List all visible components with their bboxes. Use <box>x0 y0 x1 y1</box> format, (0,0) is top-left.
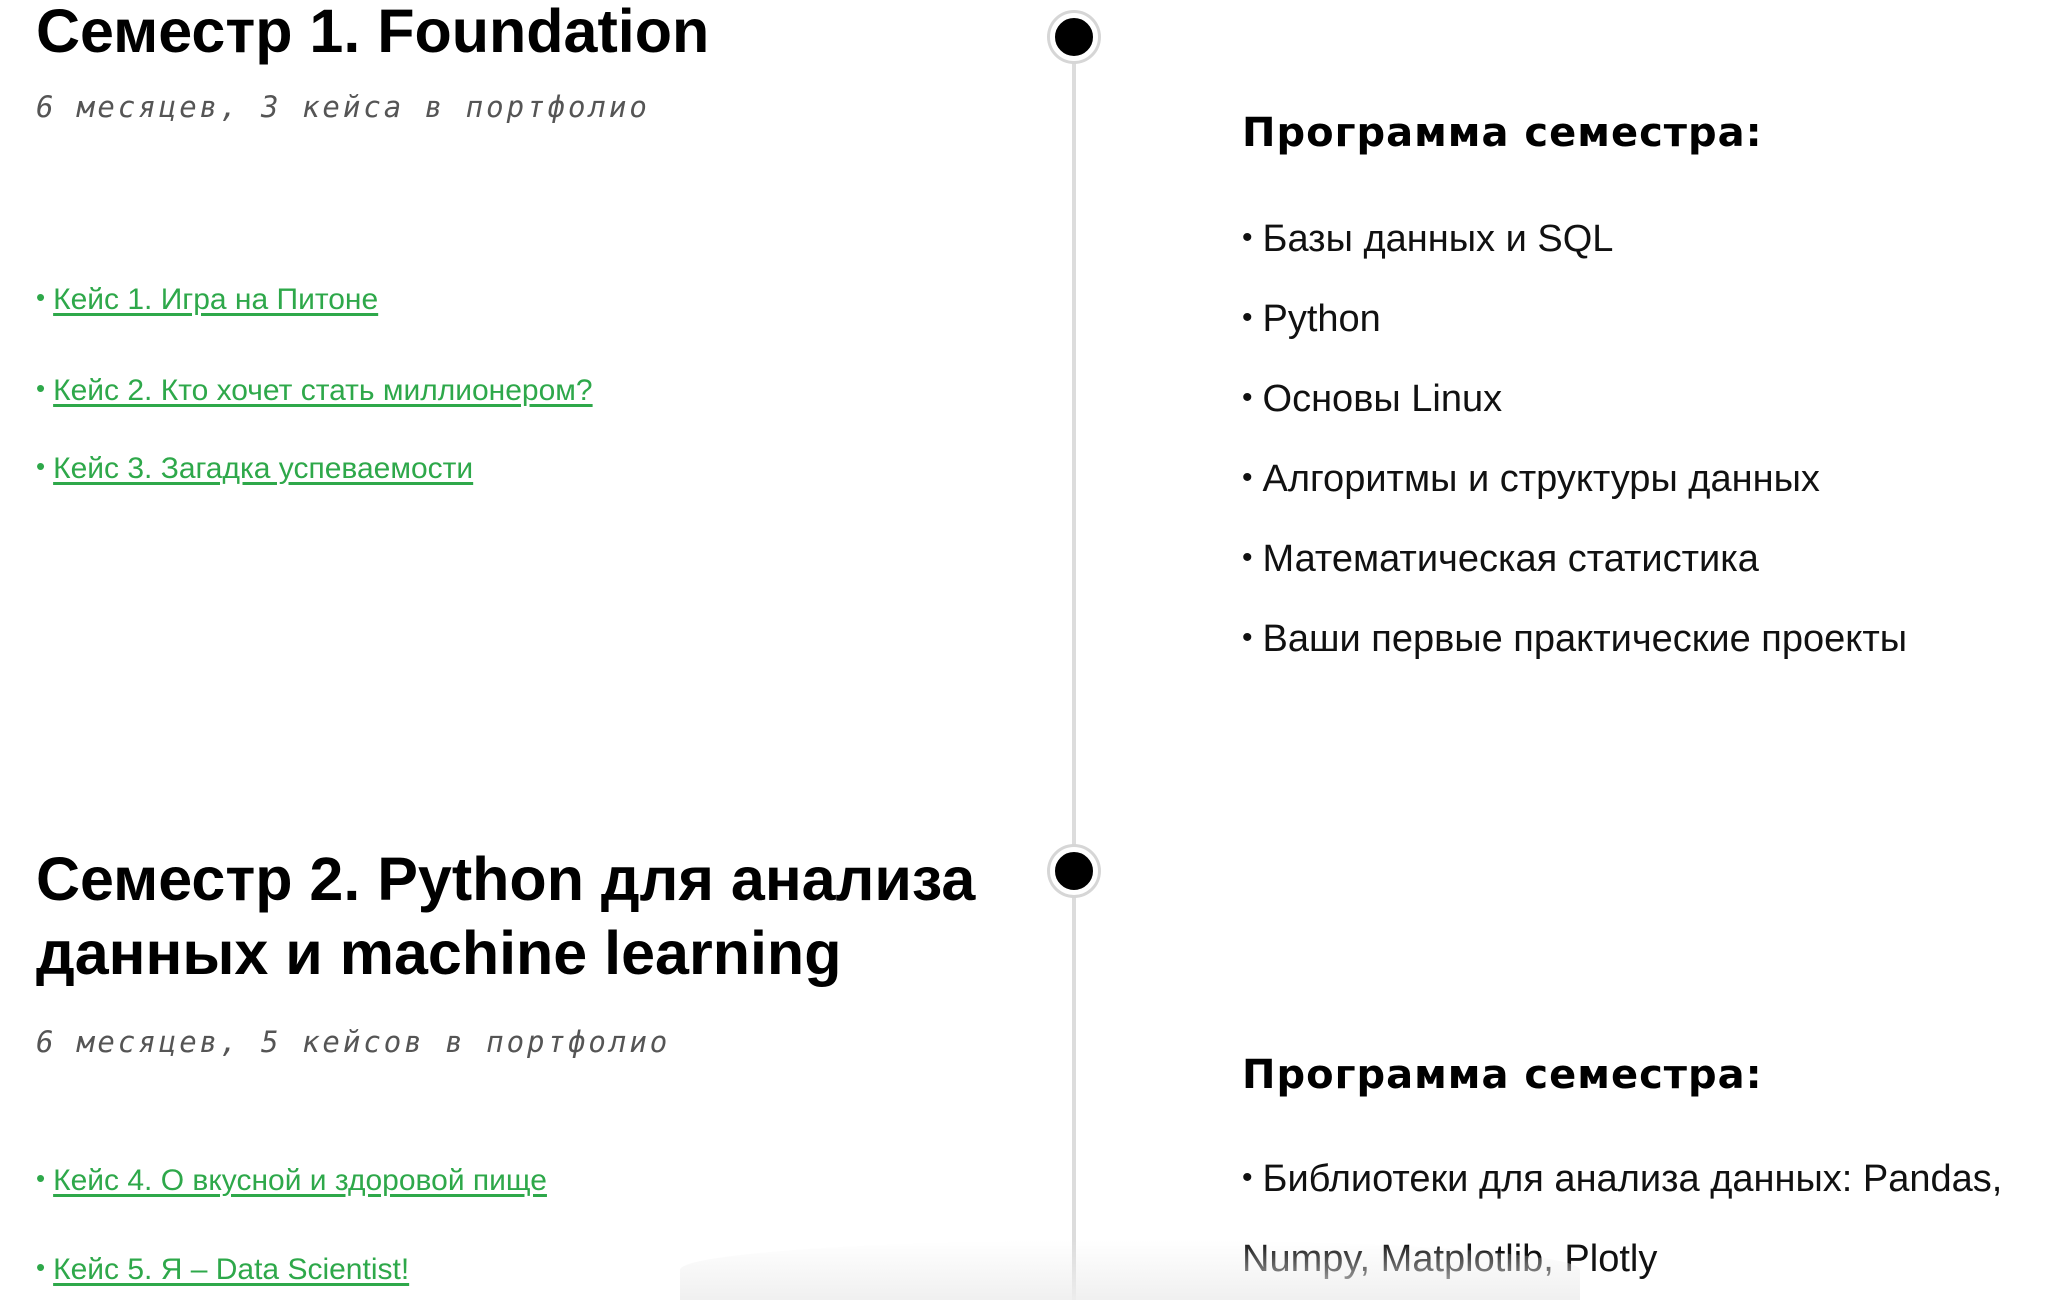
case-list-item: •Кейс 3. Загадка успеваемости <box>36 451 473 486</box>
bullet-icon: • <box>1242 1161 1253 1194</box>
case-5-link[interactable]: Кейс 5. Я – Data Scientist! <box>53 1253 410 1286</box>
program-item: • Ваши первые практические проекты <box>1242 618 1907 661</box>
bullet-icon: • <box>36 282 46 312</box>
case-list-item: •Кейс 1. Игра на Питоне <box>36 282 378 317</box>
timeline-dot-semester-1 <box>1050 13 1098 61</box>
case-1-link[interactable]: Кейс 1. Игра на Питоне <box>53 283 379 316</box>
bullet-icon: • <box>1242 221 1253 254</box>
program-item-label: Python <box>1262 298 1381 340</box>
bullet-icon: • <box>1242 301 1253 334</box>
bullet-icon: • <box>1242 461 1253 494</box>
semester-2-title: Семестр 2. Python для анализа данных и m… <box>36 845 976 987</box>
bullet-icon: • <box>36 1252 46 1282</box>
case-list-item: •Кейс 4. О вкусной и здоровой пище <box>36 1163 547 1198</box>
program-item: • Математическая статистика <box>1242 538 1759 581</box>
case-4-link[interactable]: Кейс 4. О вкусной и здоровой пище <box>53 1164 547 1197</box>
program-item-label: Библиотеки для анализа данных: Pandas, N… <box>1242 1158 2003 1280</box>
case-list-item: •Кейс 5. Я – Data Scientist! <box>36 1252 409 1287</box>
program-item: • Основы Linux <box>1242 378 1502 421</box>
bullet-icon: • <box>1242 381 1253 414</box>
program-item: • Алгоритмы и структуры данных <box>1242 458 1820 501</box>
semester-1-meta: 6 месяцев, 3 кейса в портфолио <box>36 90 650 124</box>
program-item-label: Ваши первые практические проекты <box>1262 618 1908 660</box>
case-2-link[interactable]: Кейс 2. Кто хочет стать миллионером? <box>53 374 593 407</box>
program-item-label: Математическая статистика <box>1262 538 1759 580</box>
semester-2-program-heading: Программа семестра: <box>1242 1052 1763 1098</box>
case-3-link[interactable]: Кейс 3. Загадка успеваемости <box>53 452 474 485</box>
bullet-icon: • <box>1242 621 1253 654</box>
timeline-dot-semester-2 <box>1050 847 1098 895</box>
bullet-icon: • <box>36 451 46 481</box>
semester-1-program-heading: Программа семестра: <box>1242 110 1763 156</box>
program-item: • Python <box>1242 298 1381 341</box>
bullet-icon: • <box>1242 541 1253 574</box>
case-list-item: •Кейс 2. Кто хочет стать миллионером? <box>36 373 593 408</box>
program-item: • Базы данных и SQL <box>1242 218 1613 261</box>
bullet-icon: • <box>36 1163 46 1193</box>
program-item-label: Алгоритмы и структуры данных <box>1262 458 1820 500</box>
semester-1-title: Семестр 1. Foundation <box>36 0 710 65</box>
program-item: •Библиотеки для анализа данных: Pandas, … <box>1242 1138 2042 1299</box>
program-item-label: Базы данных и SQL <box>1262 218 1614 260</box>
timeline-line <box>1072 30 1076 1300</box>
semester-2-meta: 6 месяцев, 5 кейсов в портфолио <box>36 1025 671 1059</box>
bullet-icon: • <box>36 373 46 403</box>
program-item-label: Основы Linux <box>1262 378 1503 420</box>
